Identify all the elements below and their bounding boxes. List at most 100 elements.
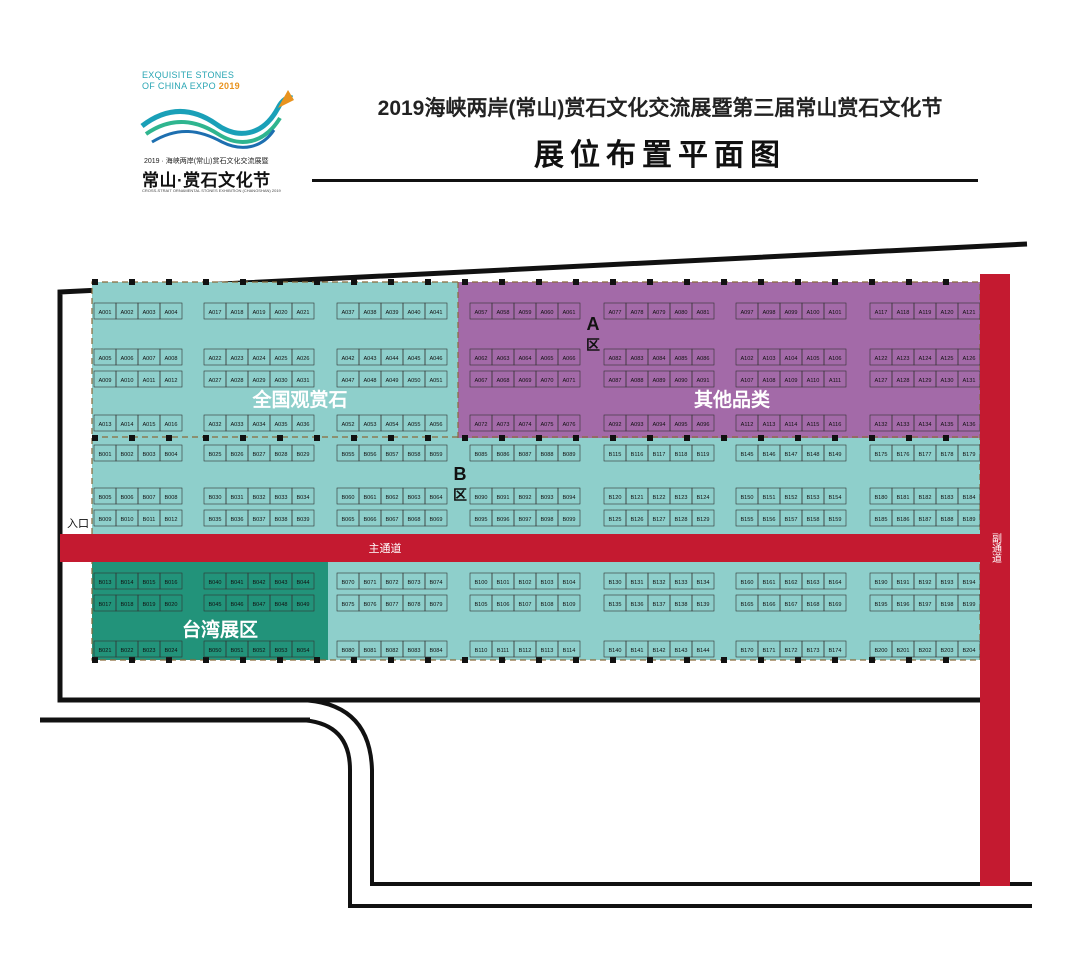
booth-B004[interactable]: [159, 444, 183, 462]
booth-label: B084: [429, 648, 442, 654]
booth-B164[interactable]: [823, 572, 847, 590]
booth-B064[interactable]: [424, 487, 448, 505]
booth-label: B169: [828, 602, 841, 608]
booth-label: B146: [762, 452, 775, 458]
booth-B109[interactable]: [557, 594, 581, 612]
booth-B074[interactable]: [424, 572, 448, 590]
side-aisle[interactable]: [980, 274, 1010, 886]
booth-A076[interactable]: [557, 414, 581, 432]
booth-label: B019: [142, 602, 155, 608]
booth-label: B175: [874, 452, 887, 458]
booth-label: A108: [762, 378, 775, 384]
booth-B079[interactable]: [424, 594, 448, 612]
zone-a-national-area: [92, 282, 458, 438]
booth-B129[interactable]: [691, 509, 715, 527]
booth-label: A030: [274, 378, 287, 384]
booth-A008[interactable]: [159, 348, 183, 366]
booth-B020[interactable]: [159, 594, 183, 612]
booth-A036[interactable]: [291, 414, 315, 432]
booth-label: B047: [252, 602, 265, 608]
booth-A111[interactable]: [823, 370, 847, 388]
booth-label: B126: [630, 517, 643, 523]
booth-B149[interactable]: [823, 444, 847, 462]
pillar: [795, 435, 801, 441]
booth-B012[interactable]: [159, 509, 183, 527]
booth-A101[interactable]: [823, 302, 847, 320]
booth-label: B046: [230, 602, 243, 608]
page-title: 2019海峡两岸(常山)赏石文化交流展暨第三届常山赏石文化节: [377, 97, 943, 120]
booth-B159[interactable]: [823, 509, 847, 527]
booth-A091[interactable]: [691, 370, 715, 388]
booth-label: A132: [874, 422, 887, 428]
pillar: [684, 435, 690, 441]
booth-A031[interactable]: [291, 370, 315, 388]
booth-label: A117: [875, 310, 888, 316]
booth-label: B073: [407, 580, 420, 586]
booth-A026[interactable]: [291, 348, 315, 366]
booth-label: A056: [429, 422, 442, 428]
booth-A051[interactable]: [424, 370, 448, 388]
booth-A061[interactable]: [557, 302, 581, 320]
booth-label: B066: [363, 517, 376, 523]
booth-A012[interactable]: [159, 370, 183, 388]
booth-B134[interactable]: [691, 572, 715, 590]
booth-B104[interactable]: [557, 572, 581, 590]
booth-A116[interactable]: [823, 414, 847, 432]
booth-A066[interactable]: [557, 348, 581, 366]
booth-label: A073: [496, 422, 509, 428]
booth-B008[interactable]: [159, 487, 183, 505]
booth-B139[interactable]: [691, 594, 715, 612]
booth-B089[interactable]: [557, 444, 581, 462]
booth-B174[interactable]: [823, 640, 847, 658]
booth-A071[interactable]: [557, 370, 581, 388]
booth-B114[interactable]: [557, 640, 581, 658]
booth-label: A087: [608, 378, 621, 384]
booth-B144[interactable]: [691, 640, 715, 658]
booth-label: B069: [429, 517, 442, 523]
booth-label: A026: [296, 356, 309, 362]
booth-B029[interactable]: [291, 444, 315, 462]
pillar: [536, 657, 542, 663]
booth-B094[interactable]: [557, 487, 581, 505]
booth-B024[interactable]: [159, 640, 183, 658]
booth-A096[interactable]: [691, 414, 715, 432]
logo-en-line1: EXQUISITE STONES: [142, 70, 235, 80]
booth-B034[interactable]: [291, 487, 315, 505]
pillar: [647, 279, 653, 285]
booth-B039[interactable]: [291, 509, 315, 527]
booth-A081[interactable]: [691, 302, 715, 320]
booth-B069[interactable]: [424, 509, 448, 527]
booth-B044[interactable]: [291, 572, 315, 590]
booth-label: B160: [740, 580, 753, 586]
booth-label: A047: [341, 378, 354, 384]
booth-B054[interactable]: [291, 640, 315, 658]
booth-A041[interactable]: [424, 302, 448, 320]
booth-B119[interactable]: [691, 444, 715, 462]
booth-A106[interactable]: [823, 348, 847, 366]
booth-label: B164: [828, 580, 841, 586]
booth-label: B148: [806, 452, 819, 458]
booth-A016[interactable]: [159, 414, 183, 432]
booth-B124[interactable]: [691, 487, 715, 505]
booth-label: A113: [763, 422, 776, 428]
booth-label: B014: [120, 580, 133, 586]
pillar: [240, 657, 246, 663]
booth-label: A060: [540, 310, 553, 316]
booth-A004[interactable]: [159, 302, 183, 320]
booth-B049[interactable]: [291, 594, 315, 612]
pillar: [499, 279, 505, 285]
booth-B169[interactable]: [823, 594, 847, 612]
booth-B099[interactable]: [557, 509, 581, 527]
main-aisle[interactable]: [60, 534, 980, 562]
booth-A021[interactable]: [291, 302, 315, 320]
booth-B084[interactable]: [424, 640, 448, 658]
booth-B154[interactable]: [823, 487, 847, 505]
booth-label: B150: [740, 495, 753, 501]
booth-B016[interactable]: [159, 572, 183, 590]
booth-A046[interactable]: [424, 348, 448, 366]
booth-A056[interactable]: [424, 414, 448, 432]
booth-label: B127: [652, 517, 665, 523]
booth-B059[interactable]: [424, 444, 448, 462]
booth-A086[interactable]: [691, 348, 715, 366]
booth-label: A116: [829, 422, 842, 428]
